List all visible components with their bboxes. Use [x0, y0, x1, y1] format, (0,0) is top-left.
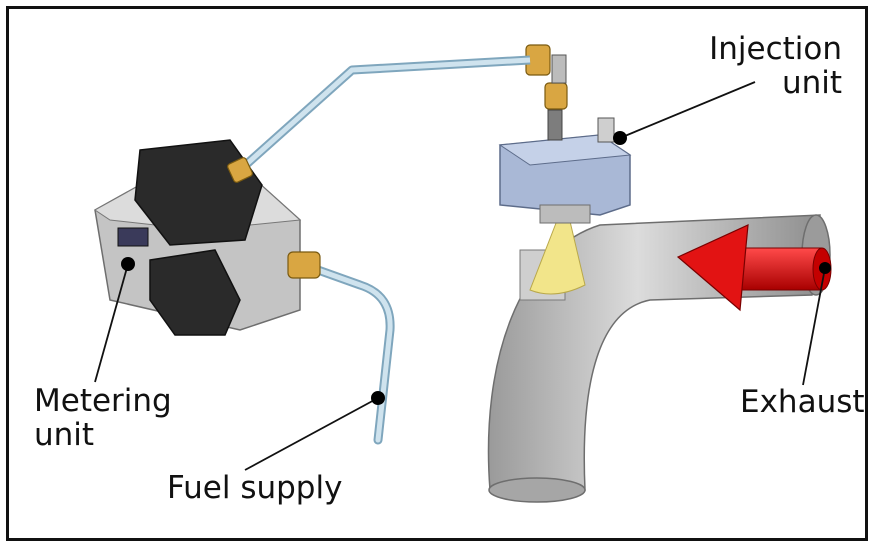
- label-injection-line2: unit: [781, 65, 842, 101]
- injection-unit: [498, 44, 632, 224]
- label-exhaust: Exhaust: [740, 384, 865, 420]
- leader-lines: [94, 81, 826, 471]
- spray-cone: [529, 198, 586, 295]
- callout-dot-metering: [121, 257, 135, 271]
- callout-dot-injection: [613, 131, 627, 145]
- dosing-line: [237, 55, 531, 174]
- label-fuel-supply: Fuel supply: [167, 470, 343, 506]
- label-injection-line1: Injection: [709, 31, 842, 67]
- exhaust-flow-arrow: [676, 224, 832, 312]
- callout-dot-fuel: [371, 391, 385, 405]
- metering-unit: [94, 139, 321, 336]
- label-metering-unit: Metering unit: [34, 384, 172, 452]
- label-injection-unit: Injection unit: [709, 32, 842, 100]
- callout-dot-exhaust: [819, 262, 831, 274]
- label-metering-line2: unit: [34, 417, 95, 453]
- label-metering-line1: Metering: [34, 383, 172, 419]
